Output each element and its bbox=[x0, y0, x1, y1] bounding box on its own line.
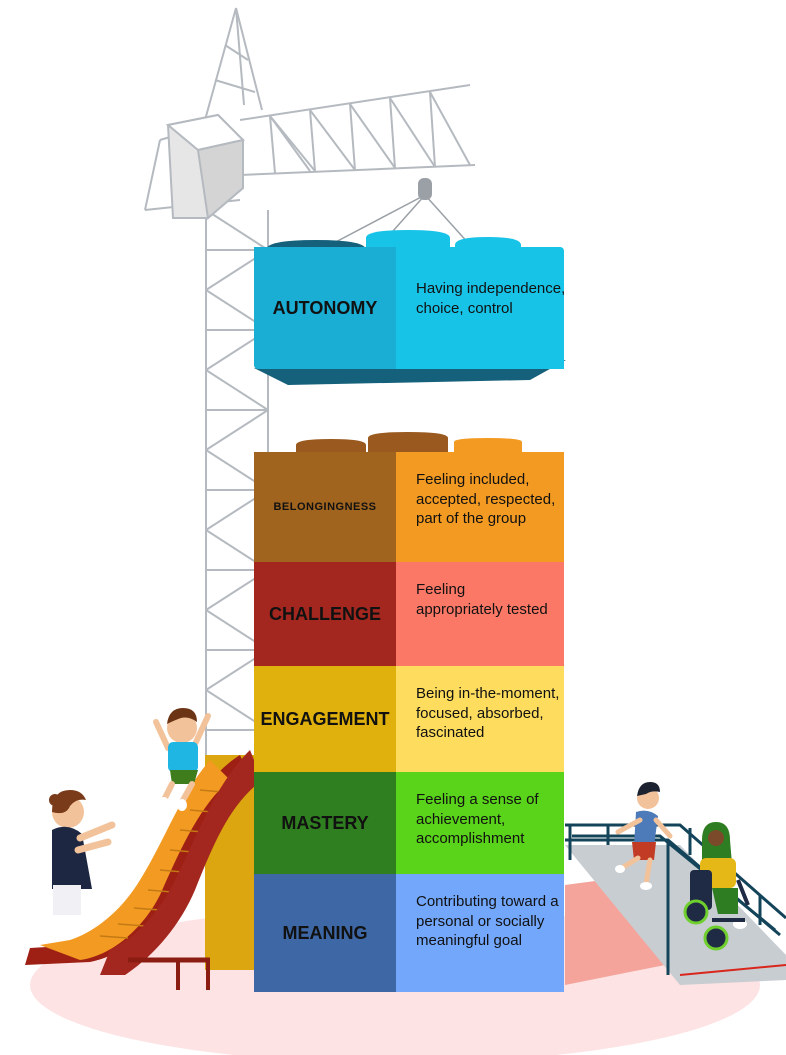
challenge-label: CHALLENGE bbox=[269, 603, 381, 624]
belongingness-block-front: BELONGINGNESS bbox=[254, 452, 396, 562]
ramp bbox=[565, 823, 786, 985]
child-girl-icon bbox=[49, 790, 116, 915]
meaning-label: MEANING bbox=[282, 922, 368, 943]
mastery-description-line: accomplishment bbox=[416, 830, 525, 847]
meaning-description: Contributing toward a personal or sociall… bbox=[416, 892, 559, 951]
challenge-description-line: Feeling bbox=[416, 581, 466, 598]
meaning-block-side bbox=[396, 874, 564, 992]
engagement-description-line: fascinated bbox=[416, 724, 485, 741]
challenge-block-side bbox=[396, 562, 564, 666]
meaning-block-front: MEANING bbox=[254, 874, 396, 992]
meaning-description-line: meaningful goal bbox=[416, 932, 522, 949]
mastery-description-line: achievement, bbox=[416, 810, 506, 828]
engagement-description-line: focused, absorbed, bbox=[416, 704, 544, 722]
engagement-block-front: ENGAGEMENT bbox=[254, 666, 396, 772]
belongingness-description: Feeling included, accepted, respected, par… bbox=[416, 470, 555, 529]
challenge-description-line: appropriately tested bbox=[416, 600, 548, 618]
belongingness-stud bbox=[368, 432, 448, 458]
slide-side-front bbox=[100, 750, 262, 975]
child-sliding-icon bbox=[153, 708, 211, 811]
crane-mast-top bbox=[204, 7, 263, 121]
mastery-block-side bbox=[396, 772, 564, 874]
mastery-block-front: MASTERY bbox=[254, 772, 396, 874]
belongingness-description-line: accepted, respected, bbox=[416, 490, 556, 508]
child-running-icon bbox=[615, 782, 673, 890]
challenge-block-front: CHALLENGE bbox=[254, 562, 396, 666]
crane-cab bbox=[165, 113, 245, 220]
mastery-label: MASTERY bbox=[281, 812, 369, 833]
engagement-label: ENGAGEMENT bbox=[260, 708, 390, 729]
wheelchair-user-icon bbox=[683, 822, 750, 951]
engagement-description-line: Being in-the-moment, bbox=[416, 685, 560, 702]
autonomy-description-line: choice, control bbox=[416, 299, 513, 317]
belongingness-block-side bbox=[396, 452, 564, 562]
autonomy-label: AUTONOMY bbox=[272, 297, 378, 318]
crane-jib bbox=[239, 84, 476, 176]
engagement-block-side bbox=[396, 666, 564, 772]
crane-hook bbox=[418, 178, 432, 200]
belongingness-description-line: Feeling included, bbox=[416, 471, 530, 488]
belongingness-label: BELONGINGNESS bbox=[273, 501, 377, 513]
autonomy-description: Having independence, choice, control bbox=[416, 279, 565, 318]
challenge-description: Feeling appropriately tested bbox=[416, 580, 548, 619]
autonomy-description-line: Having independence, bbox=[416, 280, 566, 297]
ramp-surface bbox=[565, 845, 786, 985]
mastery-description: Feeling a sense of achievement, accomplish… bbox=[416, 790, 539, 849]
mastery-description-line: Feeling a sense of bbox=[416, 791, 539, 808]
engagement-description: Being in-the-moment, focused, absorbed, fa… bbox=[416, 684, 559, 743]
autonomy-block-front: AUTONOMY bbox=[254, 247, 396, 369]
meaning-description-line: Contributing toward a bbox=[416, 893, 559, 910]
autonomy-block-side bbox=[396, 247, 564, 369]
belongingness-description-line: part of the group bbox=[416, 510, 527, 527]
meaning-description-line: personal or socially bbox=[416, 912, 545, 930]
